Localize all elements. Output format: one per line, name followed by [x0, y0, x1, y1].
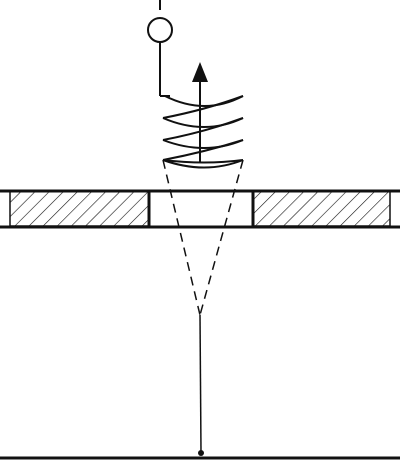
vertical-line	[198, 314, 204, 456]
dashed-cone	[162, 159, 244, 316]
arc-wavefronts	[162, 95, 244, 169]
upward-arrow	[192, 62, 208, 162]
gauge-icon	[147, 0, 173, 97]
hatched-plate	[0, 189, 400, 229]
